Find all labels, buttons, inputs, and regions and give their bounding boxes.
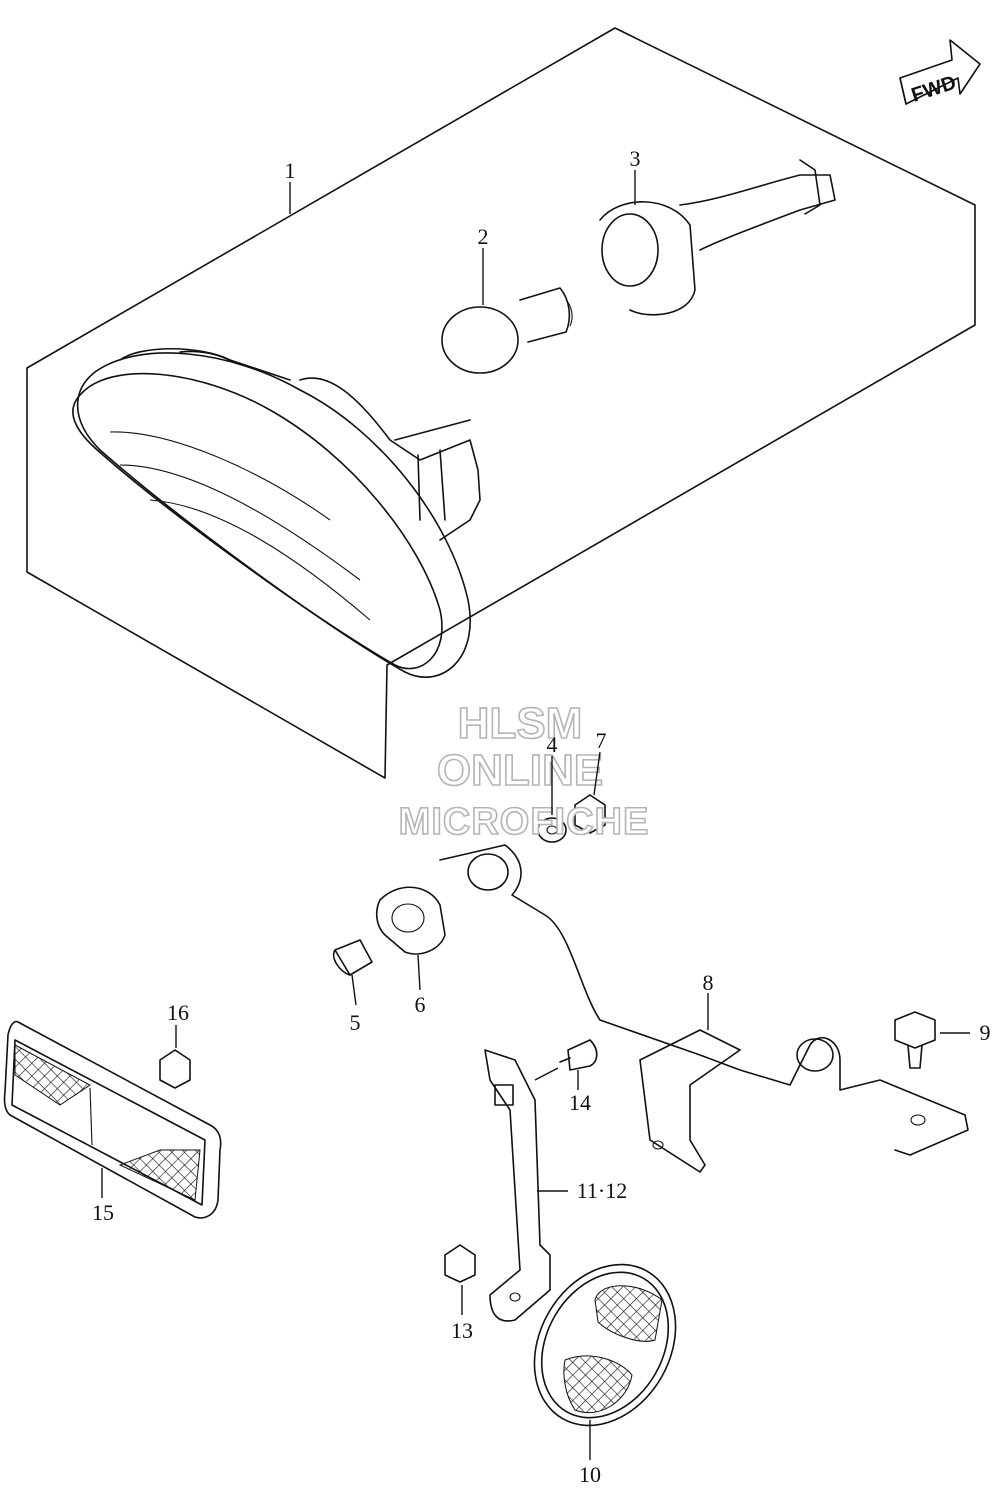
bracket	[439, 844, 969, 1173]
grommet	[375, 886, 446, 955]
nut-13	[444, 1244, 476, 1283]
tail-lamp-housing	[72, 348, 481, 678]
watermark-line3: MICROFICHE	[399, 801, 650, 843]
callout-16: 16	[167, 1000, 189, 1025]
bolt	[894, 1011, 936, 1069]
nut-7	[574, 794, 606, 834]
rear-reflector	[3, 1020, 222, 1219]
callout-9: 9	[980, 1020, 991, 1045]
watermark-line2: ONLINE	[437, 746, 603, 795]
callout-13: 13	[451, 1318, 473, 1343]
leader-lines	[101, 170, 970, 1460]
callout-11-12: 11·12	[577, 1178, 628, 1203]
stay-bracket	[484, 1049, 551, 1322]
callout-10: 10	[579, 1462, 601, 1487]
callout-7: 7	[596, 728, 607, 753]
screw	[559, 1039, 598, 1071]
fwd-label: FWD	[909, 72, 959, 107]
callout-15: 15	[92, 1200, 114, 1225]
bulb-socket	[599, 159, 836, 316]
callout-8: 8	[703, 970, 714, 995]
callouts: 1 2 3 4 5 6 7 8 9 10 11·12 13 14 15 16	[92, 146, 991, 1487]
watermark-line1: HLSM	[458, 699, 583, 748]
callout-5: 5	[350, 1010, 361, 1035]
assembly-outline	[26, 27, 976, 779]
round-reflector	[533, 1263, 677, 1427]
washer	[537, 817, 567, 843]
watermark: HLSM ONLINE MICROFICHE	[398, 698, 650, 844]
callout-2: 2	[478, 224, 489, 249]
callout-14: 14	[569, 1090, 591, 1115]
callout-3: 3	[630, 146, 641, 171]
bulb	[441, 287, 573, 374]
callout-4: 4	[547, 732, 558, 757]
callout-6: 6	[415, 992, 426, 1017]
collar	[332, 939, 373, 976]
nut-16	[159, 1049, 191, 1089]
callout-1: 1	[285, 158, 296, 183]
fwd-arrow-icon: FWD	[899, 39, 981, 107]
